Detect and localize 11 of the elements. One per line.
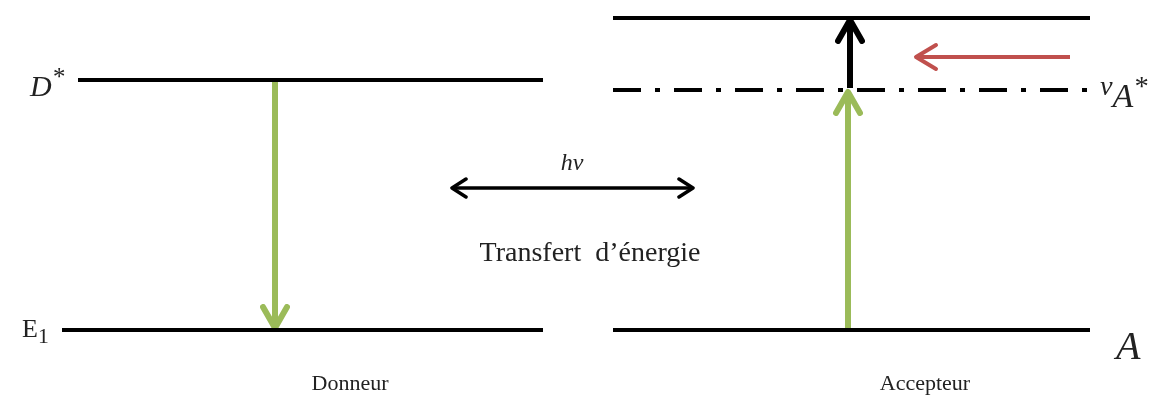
caption-text: Accepteur [879,372,971,394]
caption-text: Transfert d’énergie [479,238,701,266]
arrow [833,89,863,328]
arrow [835,17,865,88]
level-label: $^{v}$A$^{*}$ [1100,72,1148,114]
level-label: A [1116,326,1141,366]
caption-text: Donneur [311,372,389,394]
arrow [260,82,290,331]
level-label: D$^{*}$ [30,64,65,101]
caption-text: hv [560,150,584,174]
level-label: E$_{1}$ [22,316,49,348]
